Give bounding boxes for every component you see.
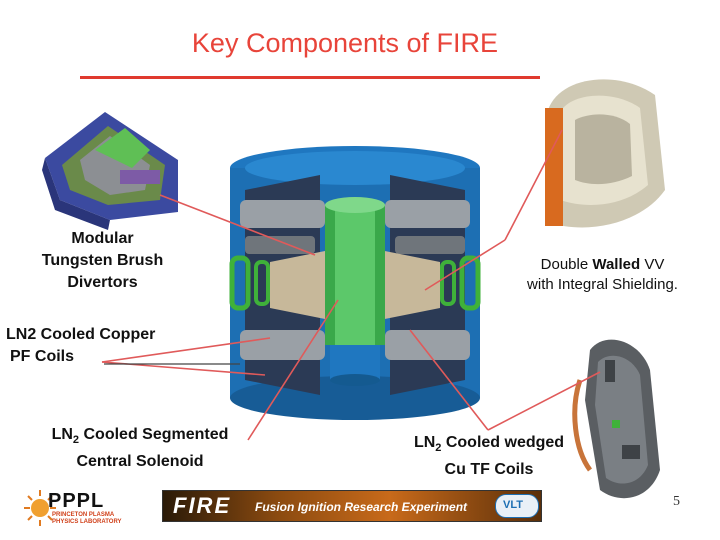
- label-divertors-line1: Modular: [71, 230, 134, 247]
- pppl-subtext: PRINCETON PLASMA PHYSICS LABORATORY: [52, 512, 122, 526]
- tokamak-cutaway-image: [229, 146, 481, 420]
- fire-banner-subtitle: Fusion Ignition Research Experiment: [255, 500, 468, 514]
- vlt-logo-text: VLT: [503, 499, 523, 511]
- label-tf-line1: LN2 Cooled wedged: [413, 434, 565, 455]
- page-title: Key Components of FIRE: [191, 28, 499, 58]
- label-tf-coils: LN2 Cooled wedged Cu TF Coils: [398, 432, 580, 481]
- label-divertors-line2: Tungsten Brush: [41, 252, 164, 269]
- fire-banner-title: FIRE: [173, 493, 232, 518]
- fire-banner: FIRE Fusion Ignition Research Experiment…: [162, 490, 542, 522]
- vlt-logo: VLT: [495, 494, 539, 518]
- label-vv-line2: with Integral Shielding.: [527, 276, 678, 293]
- label-pf-coils: LN2 Cooled Copper PF Coils: [6, 324, 166, 368]
- label-vv-line1: Double Walled VV: [540, 256, 665, 273]
- label-pf-coils-line1: LN2 Cooled Copper: [6, 326, 156, 343]
- label-solenoid-line1: LN2 Cooled Segmented: [51, 426, 229, 447]
- label-solenoid-line2: Central Solenoid: [76, 453, 204, 471]
- label-pf-coils-line2: PF Coils: [10, 348, 75, 365]
- vacuum-vessel-image: [545, 79, 665, 228]
- divertor-module-image: [42, 112, 178, 230]
- pppl-sunburst-icon: [24, 490, 56, 526]
- label-divertors-line3: Divertors: [67, 274, 138, 291]
- pppl-subtext-line1: PRINCETON PLASMA: [52, 512, 115, 518]
- tf-coil-image: [572, 339, 660, 499]
- label-central-solenoid: LN2 Cooled Segmented Central Solenoid: [30, 424, 250, 473]
- pppl-logo: PPPL PRINCETON PLASMA PHYSICS LABORATORY: [22, 488, 132, 532]
- page-number: 5: [673, 494, 680, 509]
- label-vacuum-vessel: Double Walled VV with Integral Shielding…: [505, 255, 700, 295]
- pppl-logo-text: PPPL: [48, 490, 105, 512]
- label-tf-line2: Cu TF Coils: [444, 461, 534, 479]
- label-divertors: Modular Tungsten Brush Divertors: [20, 228, 185, 294]
- title-underline: [80, 76, 540, 79]
- pppl-subtext-line2: PHYSICS LABORATORY: [52, 519, 122, 525]
